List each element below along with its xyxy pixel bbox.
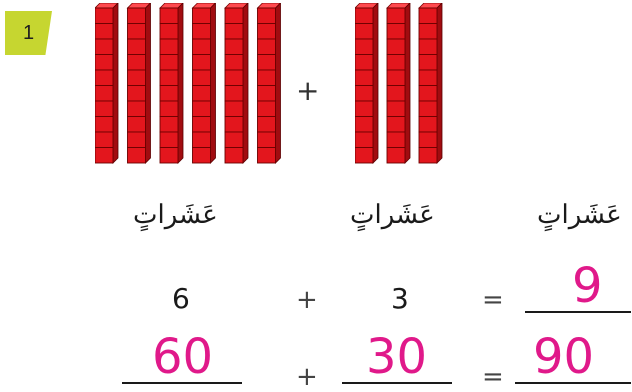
label-tens-middle: عَشَراتٍ	[350, 200, 435, 230]
tens-rod	[256, 3, 282, 164]
row1-equals: =	[482, 285, 504, 315]
row2-plus: +	[296, 362, 318, 392]
row2-middle-answer: 30	[366, 329, 428, 385]
row2-answer-line	[515, 382, 631, 384]
row1-left-value: 6	[172, 282, 190, 315]
row2-left-answer: 60	[152, 329, 214, 385]
row1-answer-line	[525, 311, 631, 313]
tens-rod	[224, 3, 249, 164]
exercise-number: 1	[22, 21, 35, 44]
row1-middle-value: 3	[391, 282, 409, 315]
row2-left-line	[122, 382, 242, 384]
exercise-number-badge: 1	[5, 11, 52, 55]
row2-middle-line	[342, 382, 452, 384]
tens-rod	[191, 3, 217, 164]
row2-equals: =	[482, 362, 504, 392]
row2-answer: 90	[533, 329, 595, 385]
tens-rod	[126, 3, 152, 164]
row1-plus: +	[296, 285, 318, 315]
tens-rod	[355, 3, 379, 164]
label-tens-right: عَشَراتٍ	[537, 200, 622, 230]
tens-rods-right	[355, 3, 443, 164]
row1-answer: 9	[572, 258, 603, 314]
tens-rods-left	[95, 3, 282, 164]
label-tens-left: عَشَراتٍ	[133, 200, 218, 230]
tens-rod	[386, 3, 411, 164]
tens-rod	[159, 3, 184, 164]
tens-rod	[95, 3, 119, 164]
tens-rod	[418, 3, 443, 164]
plus-sign-top: +	[296, 74, 320, 107]
